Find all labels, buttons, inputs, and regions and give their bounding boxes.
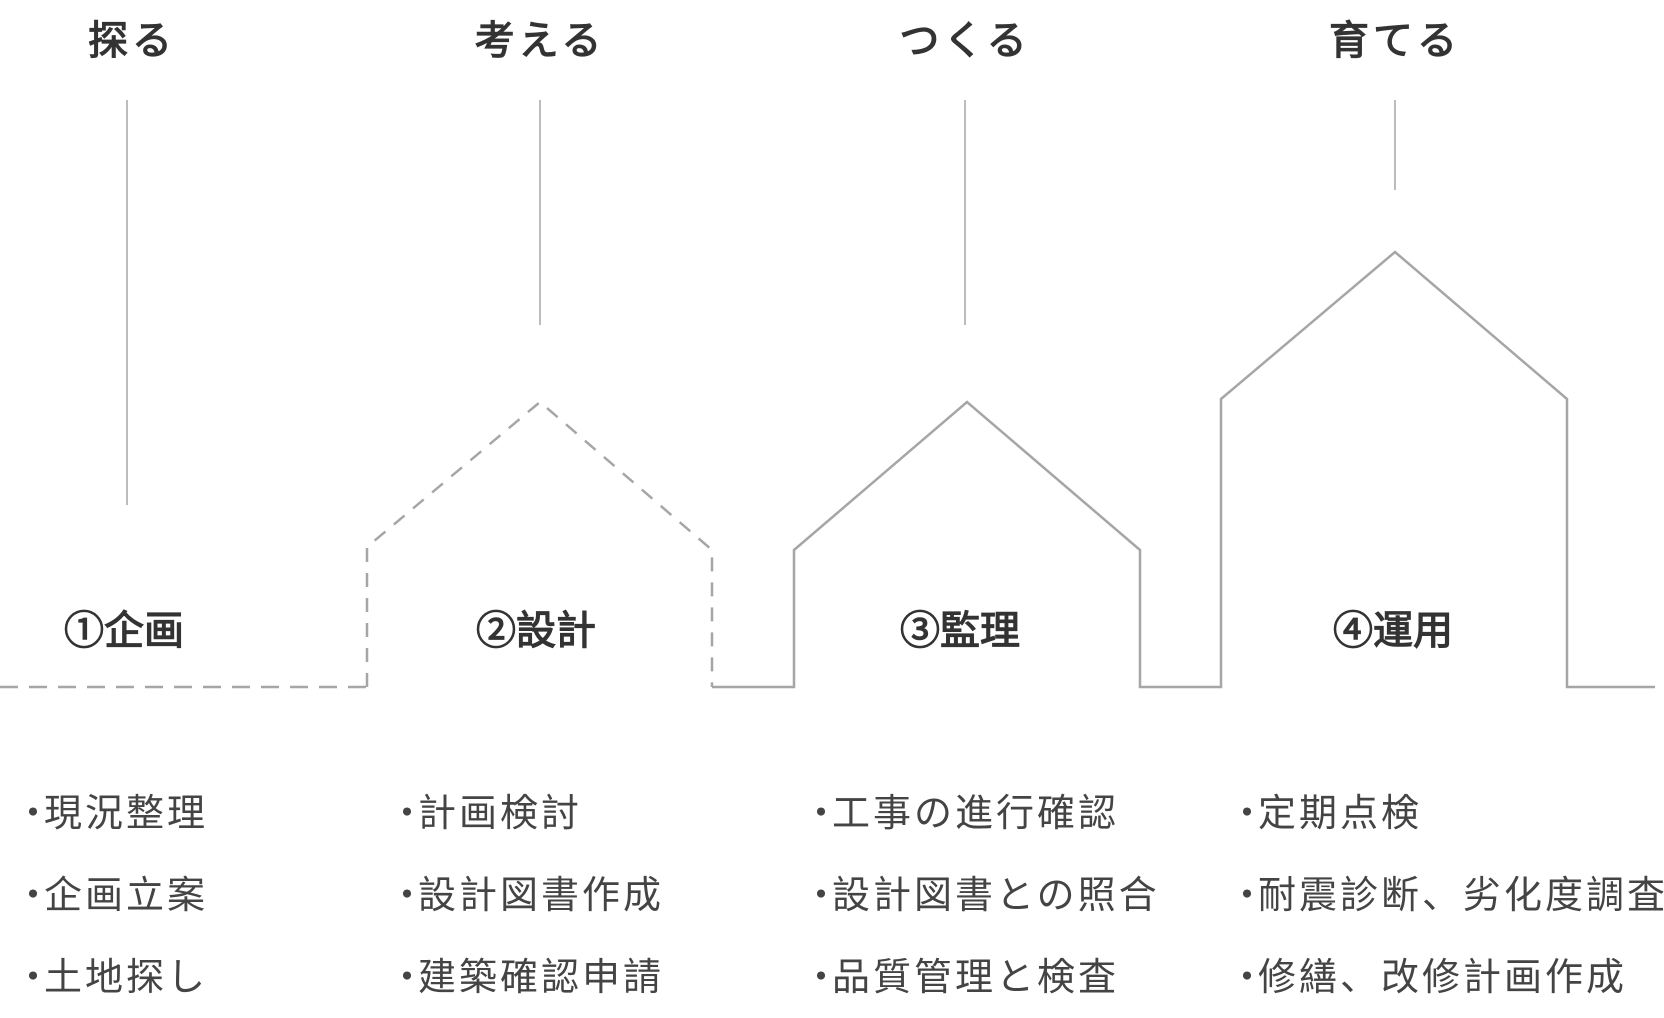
task-item: ・計画検討: [388, 772, 664, 854]
bullet: ・: [802, 873, 844, 917]
stage-verb-3: つくる: [899, 17, 1031, 64]
task-item: ・建築確認申請: [388, 936, 664, 1018]
task-label: 現況整理: [44, 791, 209, 835]
stage-verb-1: 探る: [88, 17, 176, 64]
task-label: 建築確認申請: [418, 955, 665, 999]
task-item: ・設計図書との照合: [802, 854, 1160, 936]
bullet: ・: [802, 955, 844, 999]
bullet: ・: [14, 791, 56, 835]
bullet: ・: [1228, 955, 1270, 999]
bullet: ・: [388, 791, 430, 835]
task-list-1: ・現況整理 ・企画立案 ・土地探し: [14, 772, 208, 1018]
task-list-4: ・定期点検 ・耐震診断、劣化度調査 ・修繕、改修計画作成: [1228, 772, 1664, 1018]
stage-verb-2: 考える: [474, 17, 606, 64]
task-item: ・修繕、改修計画作成: [1228, 936, 1664, 1018]
bullet: ・: [388, 955, 430, 999]
bullet: ・: [14, 873, 56, 917]
bullet: ・: [802, 791, 844, 835]
task-label: 定期点検: [1258, 791, 1423, 835]
task-item: ・定期点検: [1228, 772, 1664, 854]
task-item: ・耐震診断、劣化度調査: [1228, 854, 1664, 936]
dashed-house-outline: [365, 400, 714, 687]
task-label: 耐震診断、劣化度調査: [1258, 873, 1664, 917]
task-label: 企画立案: [44, 873, 209, 917]
task-label: 品質管理と検査: [832, 955, 1120, 999]
task-item: ・現況整理: [14, 772, 208, 854]
task-item: ・工事の進行確認: [802, 772, 1160, 854]
phase-title-4: ④運用: [1333, 607, 1453, 654]
task-item: ・設計図書作成: [388, 854, 664, 936]
task-label: 設計図書との照合: [832, 873, 1160, 917]
task-label: 修繕、改修計画作成: [1258, 955, 1628, 999]
phase-title-1: ①企画: [64, 607, 184, 654]
bullet: ・: [1228, 873, 1270, 917]
task-label: 計画検討: [418, 791, 583, 835]
bullet: ・: [388, 873, 430, 917]
task-item: ・品質管理と検査: [802, 936, 1160, 1018]
task-list-2: ・計画検討 ・設計図書作成 ・建築確認申請: [388, 772, 664, 1018]
task-label: 工事の進行確認: [832, 791, 1120, 835]
stage-verb-4: 育てる: [1329, 17, 1461, 64]
task-list-3: ・工事の進行確認 ・設計図書との照合 ・品質管理と検査: [802, 772, 1160, 1018]
task-item: ・土地探し: [14, 936, 208, 1018]
task-label: 設計図書作成: [418, 873, 665, 917]
bullet: ・: [1228, 791, 1270, 835]
phase-title-3: ③監理: [900, 607, 1020, 654]
task-item: ・企画立案: [14, 854, 208, 936]
solid-house-outline: [712, 250, 1655, 689]
phase-title-2: ②設計: [476, 607, 596, 654]
bullet: ・: [14, 955, 56, 999]
task-label: 土地探し: [44, 955, 209, 999]
